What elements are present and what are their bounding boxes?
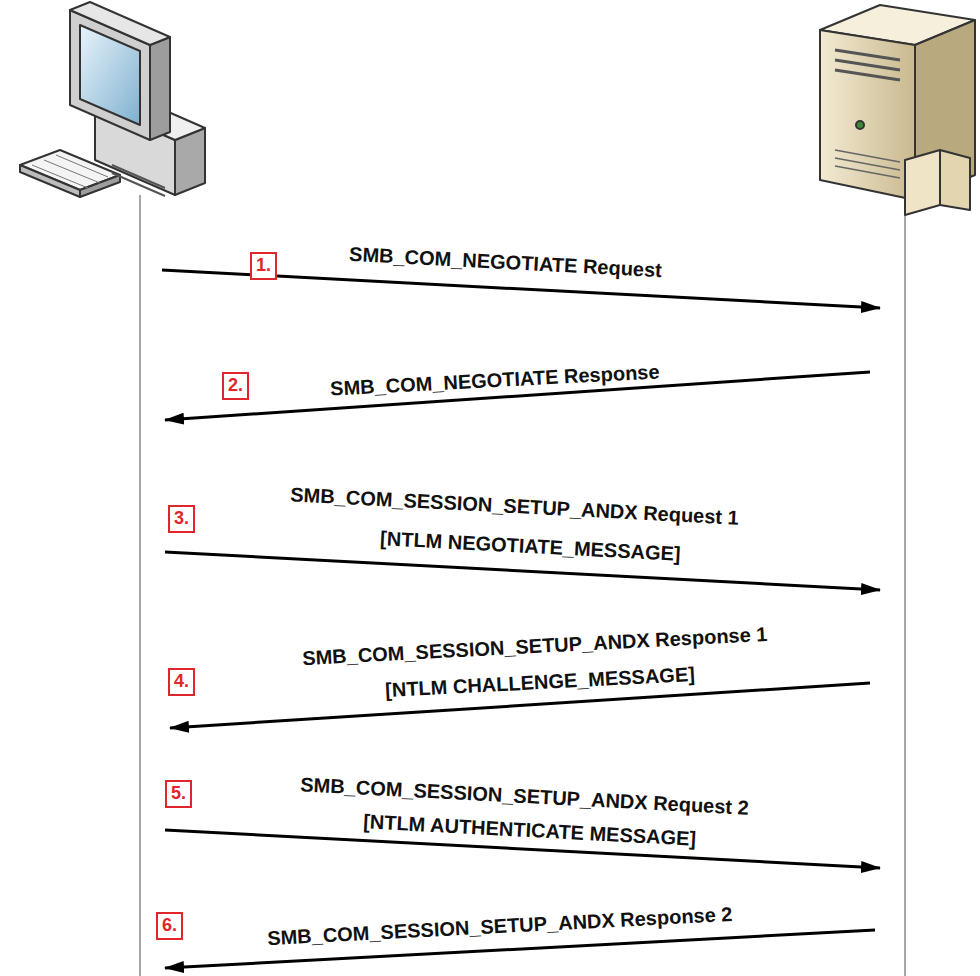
message-label: SMB_COM_NEGOTIATE Response [328, 360, 662, 400]
message-label: SMB_COM_NEGOTIATE Request [346, 242, 664, 282]
server-lifeline [904, 200, 906, 976]
message-label: SMB_COM_SESSION_SETUP_ANDX Request 1 [288, 483, 742, 530]
message-arrows [162, 270, 880, 968]
callout-number: 4. [168, 668, 195, 696]
message-label: SMB_COM_SESSION_SETUP_ANDX Response 1 [300, 622, 770, 670]
callout-number: 5. [165, 780, 192, 808]
callout-number: 6. [156, 912, 183, 940]
client-lifeline [139, 195, 141, 976]
keyboard-keys [32, 155, 108, 188]
server-tower [820, 5, 975, 215]
message-label: [NTLM NEGOTIATE_MESSAGE] [377, 527, 683, 566]
callout-number: 2. [222, 372, 249, 400]
callout-number: 3. [168, 505, 195, 533]
message-arrow [165, 552, 880, 590]
callout-number: 1. [250, 252, 277, 280]
client-computer [20, 2, 205, 197]
